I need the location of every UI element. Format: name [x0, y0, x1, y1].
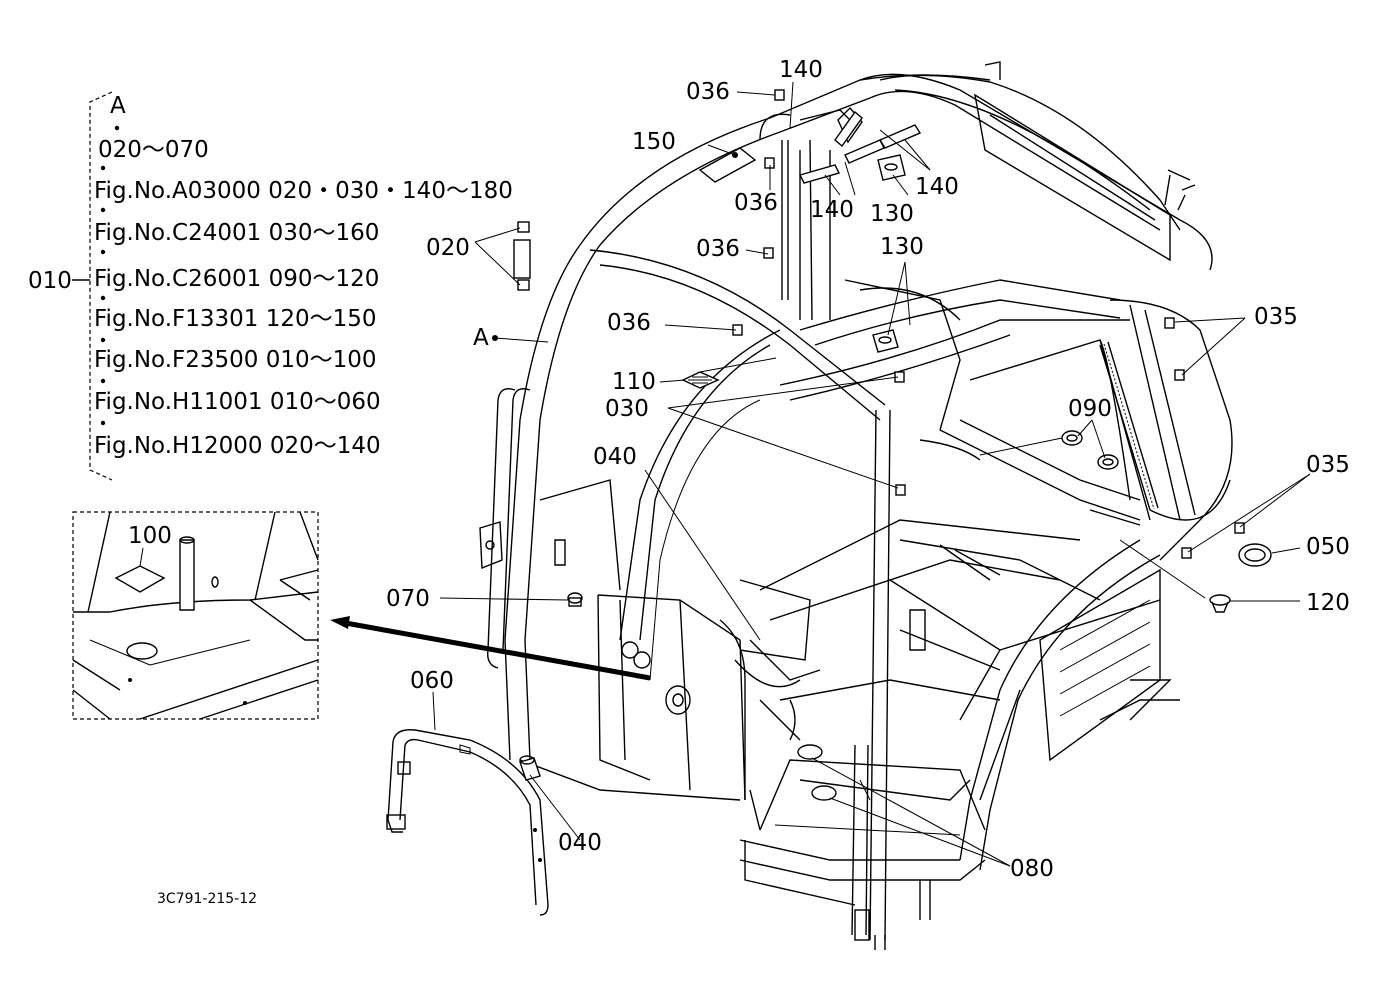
callout-150: 150 — [632, 129, 676, 155]
part-140-pins — [798, 110, 922, 184]
callout-040: 040 — [593, 444, 637, 470]
legend-row: Fig.No.H11001 010～060 — [94, 389, 381, 415]
part-050-seal — [1238, 543, 1272, 567]
legend-group-label: 010 — [28, 268, 72, 294]
part-060-handrail — [386, 729, 549, 916]
part-040-bushing — [519, 755, 541, 781]
callout-036: 036 — [734, 190, 778, 216]
legend-row: Fig.No.C26001 090～120 — [94, 266, 379, 292]
callout-036: 036 — [696, 236, 740, 262]
part-030-studs — [894, 371, 906, 496]
part-100-pad — [114, 565, 166, 593]
callout-060: 060 — [410, 668, 454, 694]
part-110-label — [681, 371, 720, 389]
leader-lines — [432, 81, 1311, 867]
callout-140: 140 — [810, 197, 854, 223]
callout-130: 130 — [880, 234, 924, 260]
callout-A: A — [473, 325, 489, 351]
detail-inset — [72, 511, 319, 720]
callout-036: 036 — [686, 79, 730, 105]
legend-row: Fig.No.F13301 120～150 — [94, 306, 377, 332]
legend-row: Fig.No.A03000 020・030・140～180 — [94, 178, 513, 204]
callout-120: 120 — [1306, 590, 1350, 616]
cabin-frame — [479, 61, 1233, 950]
callout-035: 035 — [1254, 304, 1298, 330]
part-130-bushings — [872, 154, 906, 353]
callout-130: 130 — [870, 201, 914, 227]
legend-header: A — [110, 93, 126, 119]
callout-labels: 036 140 150 036 140 130 140 020 036 130 … — [128, 57, 1350, 882]
callout-080: 080 — [1010, 856, 1054, 882]
callout-030: 030 — [605, 396, 649, 422]
callout-140: 140 — [779, 57, 823, 83]
callout-050: 050 — [1306, 534, 1350, 560]
callout-110: 110 — [612, 369, 656, 395]
inset-pin — [179, 539, 195, 611]
legend-row: Fig.No.F23500 010～100 — [94, 347, 377, 373]
part-080-plugs — [797, 744, 837, 801]
drawing-code: 3C791-215-12 — [157, 891, 257, 907]
callout-070: 070 — [386, 586, 430, 612]
inset-arrow — [330, 616, 651, 681]
legend-row: Fig.No.C24001 030～160 — [94, 220, 379, 246]
legend-block: A 020～070 Fig.No.A03000 020・030・140～180 … — [28, 91, 513, 481]
legend-row: Fig.No.H12000 020～140 — [94, 433, 381, 459]
part-020-hinge — [513, 221, 531, 291]
part-035-studs — [1164, 317, 1245, 559]
callout-100: 100 — [128, 523, 172, 549]
callout-040: 040 — [558, 830, 602, 856]
part-070-plug — [567, 592, 583, 607]
part-090-grommets — [1061, 430, 1119, 470]
callout-090: 090 — [1068, 396, 1112, 422]
inset-frame — [72, 511, 319, 720]
callout-020: 020 — [426, 235, 470, 261]
legend-row: 020～070 — [98, 137, 209, 163]
callout-036: 036 — [607, 310, 651, 336]
callout-035: 035 — [1306, 452, 1350, 478]
part-120-cap — [1209, 594, 1231, 613]
callout-140: 140 — [915, 174, 959, 200]
